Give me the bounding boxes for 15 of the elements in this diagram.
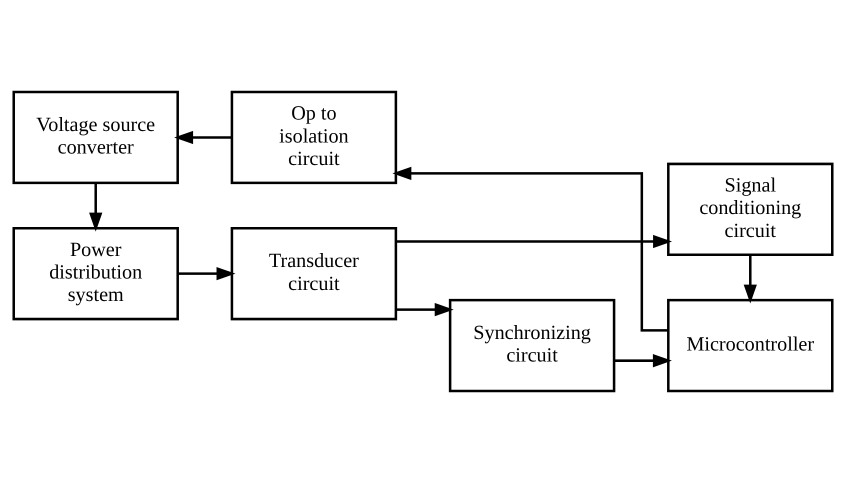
node-box: Voltage source converter — [12, 90, 179, 184]
arrow — [89, 183, 102, 232]
arrow — [392, 166, 668, 332]
node-box: Power distribution system — [12, 227, 179, 320]
arrow — [744, 255, 757, 304]
arrow — [178, 267, 236, 280]
arrow — [614, 354, 672, 368]
arrow — [396, 302, 454, 316]
node-box: Op to isolation circuit — [230, 90, 398, 184]
arrow — [174, 130, 232, 144]
node-box: Signal conditioning circuit — [667, 162, 834, 256]
arrow — [396, 234, 672, 248]
node-box: Synchronizing circuit — [448, 298, 616, 392]
node-box: Microcontroller — [667, 298, 834, 392]
node-box: Transducer circuit — [230, 227, 398, 320]
